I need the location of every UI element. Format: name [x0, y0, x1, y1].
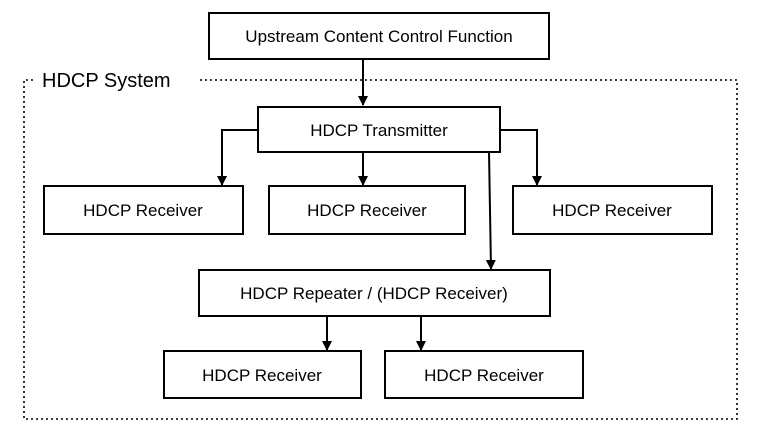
- transmitter-label: HDCP Transmitter: [310, 121, 448, 140]
- boundary-line: [23, 79, 738, 420]
- receiver-left-box: HDCP Receiver: [43, 185, 244, 235]
- repeater-receiver-right-box: HDCP Receiver: [384, 350, 584, 399]
- repeater-label: HDCP Repeater / (HDCP Receiver): [240, 284, 508, 303]
- upstream-box: Upstream Content Control Function: [208, 12, 550, 60]
- receiver-left-frame: [43, 185, 244, 235]
- repeater-receiver-left-label: HDCP Receiver: [202, 366, 322, 385]
- receiver-left-label: HDCP Receiver: [83, 201, 203, 220]
- receiver-middle-label: HDCP Receiver: [307, 201, 427, 220]
- repeater-receiver-left-frame: [163, 350, 362, 399]
- receiver-right-box: HDCP Receiver: [512, 185, 713, 235]
- repeater-receiver-right-label: HDCP Receiver: [424, 366, 544, 385]
- receiver-middle-frame: [268, 185, 466, 235]
- repeater-receiver-left-box: HDCP Receiver: [163, 350, 362, 399]
- system-label: HDCP System: [42, 70, 171, 92]
- repeater-receiver-right-frame: [384, 350, 584, 399]
- receiver-middle-box: HDCP Receiver: [268, 185, 466, 235]
- arrow-transmitter-to-receiver-right: [500, 129, 542, 186]
- arrow-transmitter-to-receiver-left: [217, 129, 258, 186]
- receiver-right-label: HDCP Receiver: [552, 201, 672, 220]
- transmitter-box: HDCP Transmitter: [257, 106, 501, 153]
- connectors: [217, 59, 542, 351]
- transmitter-box-frame: [257, 106, 501, 153]
- upstream-box-frame: [208, 12, 550, 60]
- repeater-box: HDCP Repeater / (HDCP Receiver): [198, 269, 551, 317]
- upstream-label: Upstream Content Control Function: [245, 27, 512, 46]
- repeater-box-frame: [198, 269, 551, 317]
- hdcp-system-boundary: HDCP System: [23, 70, 738, 420]
- arrow-transmitter-to-repeater: [485, 151, 496, 270]
- receiver-right-frame: [512, 185, 713, 235]
